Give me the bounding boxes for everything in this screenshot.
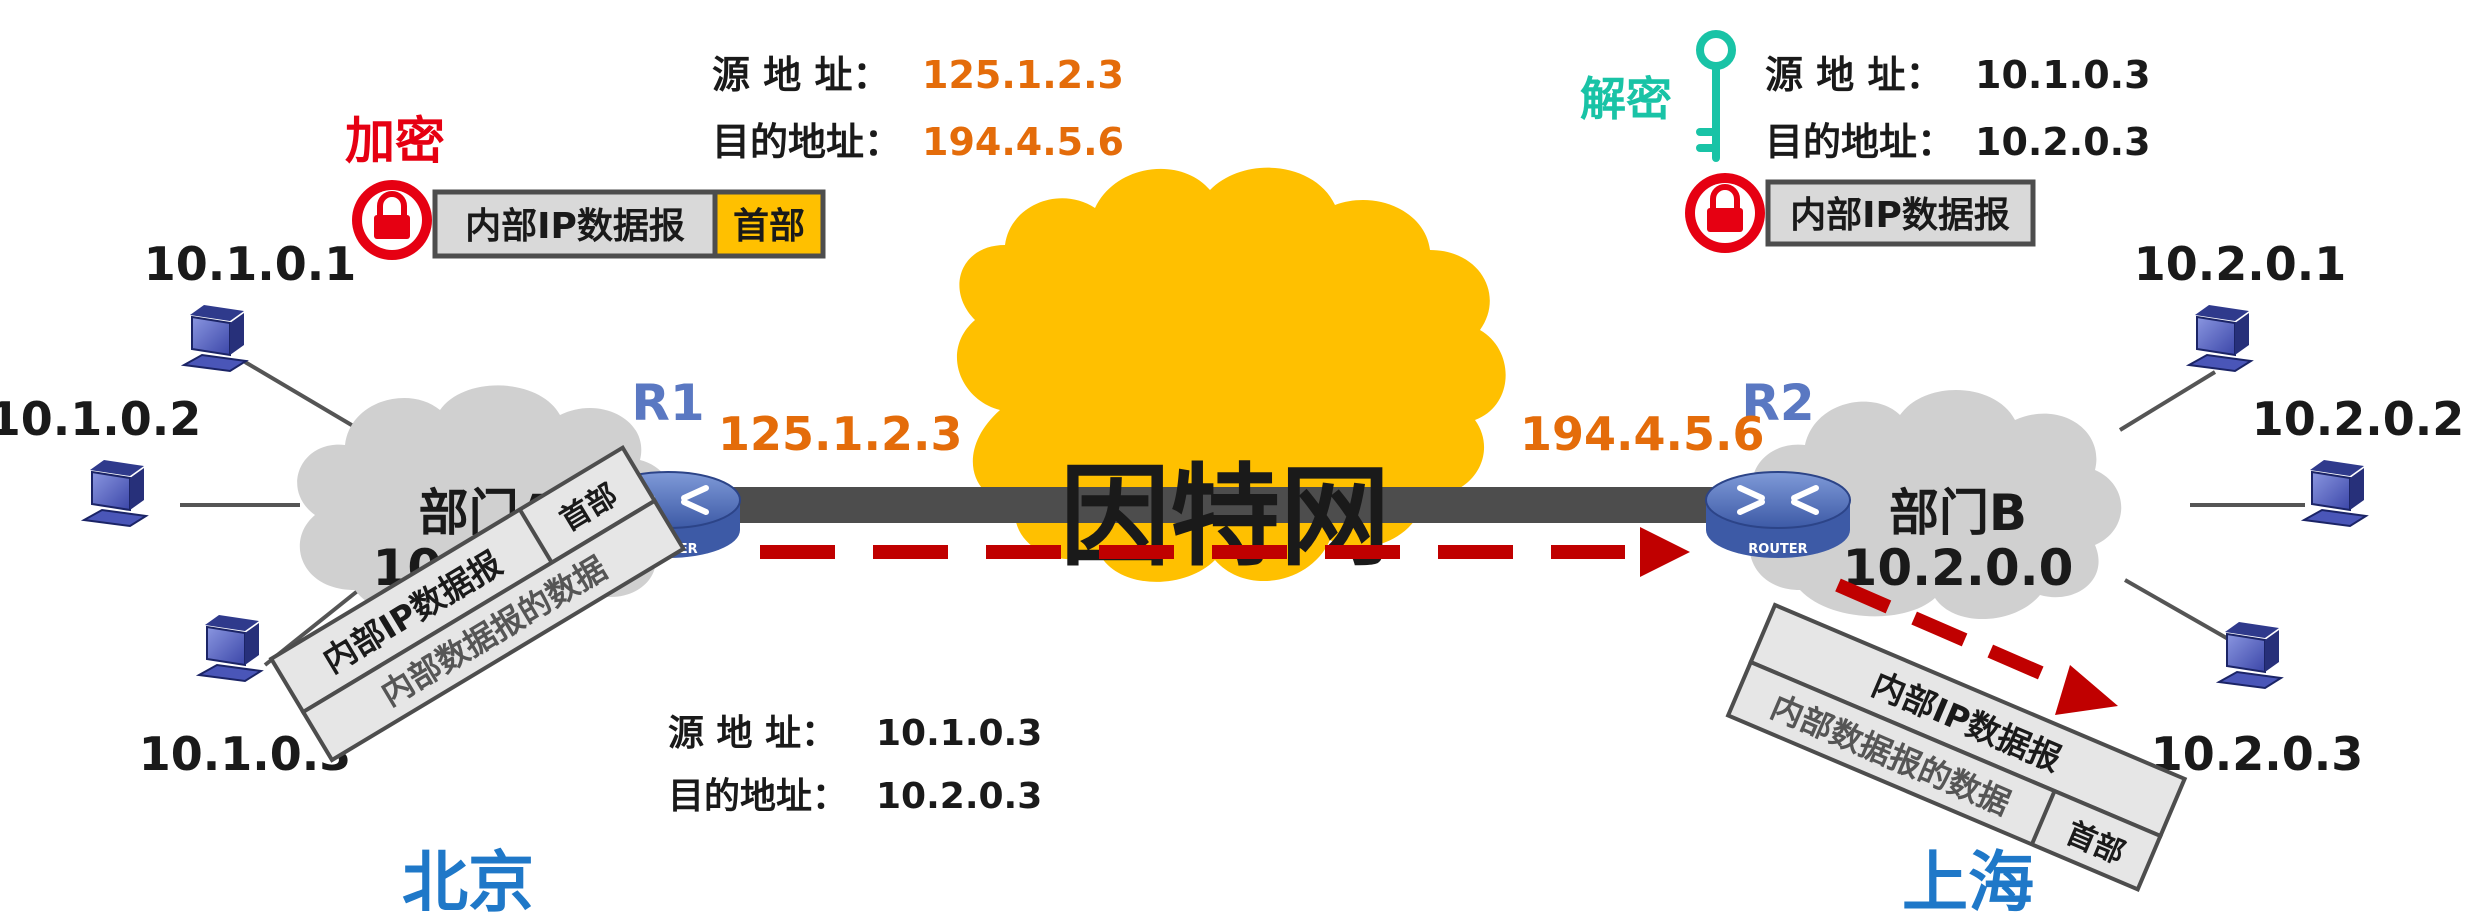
host-label: 10.2.0.1 bbox=[2134, 237, 2346, 291]
router-r2-name: R2 bbox=[1741, 374, 1814, 432]
host-label: 10.1.0.1 bbox=[144, 237, 356, 291]
src-value: 10.1.0.3 bbox=[1975, 53, 2151, 97]
pc-icon bbox=[2218, 621, 2282, 689]
decrypt-label: 解密 bbox=[1580, 72, 1672, 126]
router-r2-icon: ROUTER bbox=[1705, 471, 1851, 558]
dept-b-name: 部门B bbox=[1889, 484, 2027, 542]
src-label: 源 地 址： bbox=[668, 713, 837, 754]
router-r2-device-label: ROUTER bbox=[1748, 542, 1807, 557]
pc-icon bbox=[183, 304, 247, 372]
lock-icon bbox=[1685, 173, 1765, 253]
inner-address-beijing: 源 地 址： 10.1.0.3 目的地址： 10.2.0.3 bbox=[668, 713, 1042, 817]
src-label: 源 地 址： bbox=[712, 53, 890, 97]
key-icon bbox=[1696, 30, 1736, 162]
pc-icon bbox=[198, 614, 262, 682]
dst-label: 目的地址： bbox=[1765, 120, 1955, 164]
encrypted-packet-header: 首部 bbox=[733, 206, 805, 247]
dept-b-cloud bbox=[1749, 390, 2122, 620]
city-label-shanghai: 上海 bbox=[1902, 844, 2034, 921]
host-label: 10.2.0.2 bbox=[2252, 392, 2464, 446]
pc-icon bbox=[83, 459, 147, 527]
dept-b-address: 10.2.0.0 bbox=[1843, 539, 2074, 597]
outer-address-encrypt: 源 地 址： 125.1.2.3 目的地址： 194.4.5.6 bbox=[712, 53, 1124, 164]
lock-icon bbox=[352, 180, 432, 260]
src-value: 125.1.2.3 bbox=[922, 53, 1124, 97]
flow-arrow-shanghai bbox=[1835, 578, 2118, 715]
router-r1-name: R1 bbox=[631, 374, 704, 432]
decrypted-packet-label: 内部IP数据报 bbox=[1790, 195, 2010, 236]
inner-packet-beijing: 内部IP数据报 首部 内部数据报的数据 bbox=[268, 444, 687, 763]
dst-value: 10.2.0.3 bbox=[1975, 120, 2151, 164]
internet-cloud bbox=[956, 167, 1506, 582]
host-label: 10.1.0.2 bbox=[0, 392, 201, 446]
src-label: 源 地 址： bbox=[1765, 53, 1943, 97]
pc-icon bbox=[2303, 459, 2367, 527]
decrypted-packet: 内部IP数据报 bbox=[1765, 179, 2036, 247]
dst-label: 目的地址： bbox=[712, 120, 902, 164]
src-value: 10.1.0.3 bbox=[876, 713, 1042, 754]
internet-label: 因特网 bbox=[1060, 453, 1390, 581]
host-label: 10.2.0.3 bbox=[2151, 727, 2363, 781]
encrypt-label: 加密 bbox=[345, 112, 445, 170]
encrypted-packet-label: 内部IP数据报 bbox=[465, 206, 685, 247]
dst-value: 10.2.0.3 bbox=[876, 776, 1042, 817]
outer-address-decrypt: 源 地 址： 10.1.0.3 目的地址： 10.2.0.3 bbox=[1765, 53, 2151, 164]
dst-value: 194.4.5.6 bbox=[922, 120, 1124, 164]
city-label-beijing: 北京 bbox=[402, 844, 534, 921]
router-r2-public-ip: 194.4.5.6 bbox=[1520, 407, 1764, 461]
flow-arrow-internet bbox=[760, 527, 1690, 577]
router-r1-public-ip: 125.1.2.3 bbox=[718, 407, 962, 461]
host-lines bbox=[180, 360, 2305, 667]
encrypted-packet: 内部IP数据报 首部 bbox=[432, 189, 826, 259]
pc-icon bbox=[2188, 304, 2252, 372]
dst-label: 目的地址： bbox=[668, 776, 848, 817]
